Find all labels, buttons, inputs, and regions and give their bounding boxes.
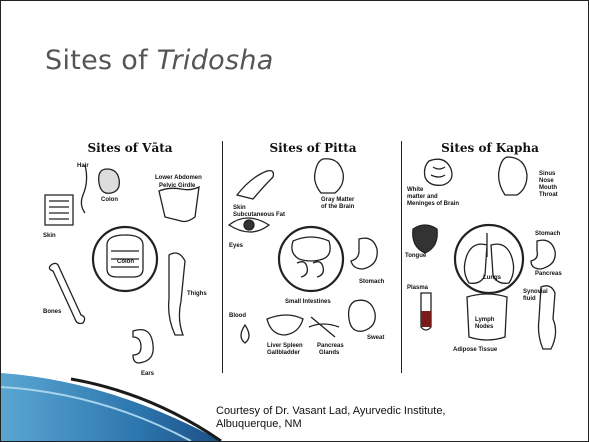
credit-line-2: Albuquerque, NM bbox=[216, 418, 446, 431]
credit-line-1: Courtesy of Dr. Vasant Lad, Ayurvedic In… bbox=[216, 405, 446, 418]
credit: Courtesy of Dr. Vasant Lad, Ayurvedic In… bbox=[216, 405, 446, 431]
